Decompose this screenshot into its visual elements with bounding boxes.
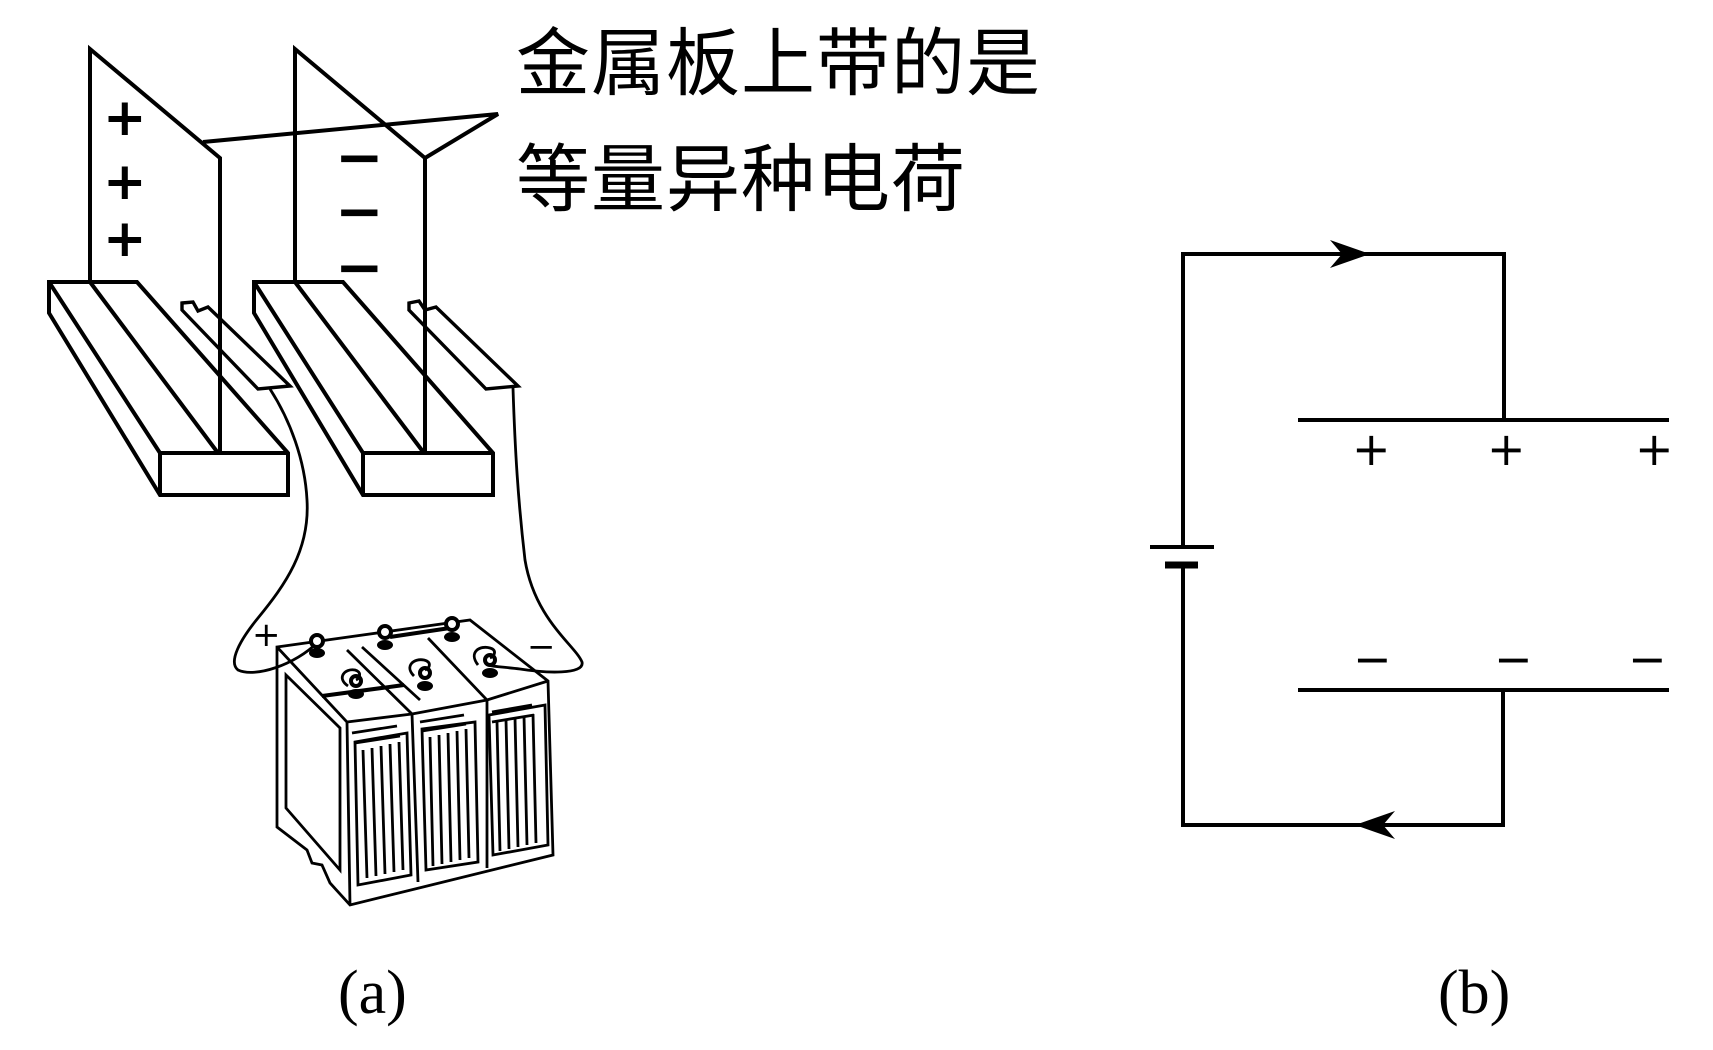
left-plate-charge-2: + <box>103 152 147 212</box>
left-plate-clip <box>180 300 294 391</box>
top-plate-charge-1: + <box>1352 422 1391 476</box>
top-plate-charge-2: + <box>1487 422 1526 476</box>
right-plate-charge-3: − <box>335 233 384 301</box>
right-plate-charge-1: − <box>335 123 384 191</box>
current-arrow-bottom-icon <box>1355 811 1395 839</box>
bottom-plate-charge-2: − <box>1494 632 1533 686</box>
figure-b-caption: (b) <box>1438 959 1511 1027</box>
annotation-pointer <box>202 112 500 160</box>
annotation-text-line-2: 等量异种电荷 <box>516 137 966 223</box>
battery-positive-label: + <box>252 615 281 655</box>
battery-negative-label: − <box>527 627 556 667</box>
annotation-text-line-1: 金属板上带的是 <box>516 21 1041 107</box>
battery-plate-grooves <box>361 713 538 879</box>
right-plate-charge-2: − <box>335 177 384 245</box>
left-metal-plate <box>88 44 222 453</box>
top-plate-charge-3: + <box>1635 422 1674 476</box>
left-plate-charge-1: + <box>103 88 147 148</box>
circuit-bottom-wire <box>1181 565 1505 827</box>
storage-battery <box>275 616 555 907</box>
circuit-top-wire <box>1181 252 1506 547</box>
right-metal-plate <box>293 44 427 453</box>
bottom-plate-charge-1: − <box>1353 632 1392 686</box>
left-plate-charge-3: + <box>103 209 147 269</box>
left-plate-base <box>47 280 290 497</box>
negative-wire <box>487 387 584 674</box>
figure-a-caption: (a) <box>338 959 407 1027</box>
battery-positive-terminal <box>309 633 325 649</box>
positive-wire <box>233 388 319 674</box>
current-arrow-top-icon <box>1330 240 1370 268</box>
right-plate-base <box>252 280 495 497</box>
right-plate-clip <box>407 299 522 391</box>
bottom-plate-charge-3: − <box>1628 632 1667 686</box>
